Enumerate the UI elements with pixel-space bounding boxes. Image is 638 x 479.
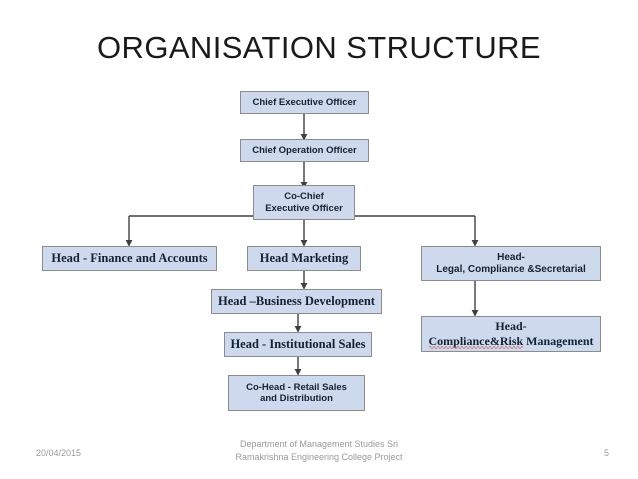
slide-footer: 20/04/2015 Department of Management Stud… bbox=[0, 437, 638, 479]
node-label-line2: Legal, Compliance &Secretarial bbox=[436, 263, 586, 275]
node-label-line1: Head- bbox=[495, 319, 527, 334]
node-head-legal-compliance-secretarial[interactable]: Head- Legal, Compliance &Secretarial bbox=[421, 246, 601, 281]
node-label-line2-tail: Management bbox=[523, 333, 594, 348]
node-head-institutional-sales[interactable]: Head - Institutional Sales bbox=[224, 332, 372, 357]
misspelled-text: Compliance&Risk bbox=[428, 333, 524, 348]
footer-attribution-line1: Department of Management Studies Sri bbox=[239, 439, 399, 449]
node-chief-operation-officer[interactable]: Chief Operation Officer bbox=[240, 139, 369, 162]
footer-page-number: 5 bbox=[603, 448, 609, 458]
node-label-line2: Executive Officer bbox=[265, 202, 343, 214]
node-label: Head - Institutional Sales bbox=[230, 337, 366, 352]
node-label: Head - Finance and Accounts bbox=[51, 251, 208, 266]
node-head-business-development[interactable]: Head –Business Development bbox=[211, 289, 382, 314]
node-label-line2: Compliance&Risk Management bbox=[428, 333, 594, 349]
node-label-line1: Co-Chief bbox=[284, 191, 324, 203]
node-label-line1: Head- bbox=[497, 251, 525, 263]
node-co-chief-executive-officer[interactable]: Co-Chief Executive Officer bbox=[253, 185, 355, 220]
node-chief-executive-officer[interactable]: Chief Executive Officer bbox=[240, 91, 369, 114]
page-title: ORGANISATION STRUCTURE bbox=[97, 30, 541, 65]
node-co-head-retail-sales-and-distribution[interactable]: Co-Head - Retail Sales and Distribution bbox=[228, 375, 365, 411]
node-label: Head –Business Development bbox=[218, 294, 375, 309]
node-label: Chief Executive Officer bbox=[252, 96, 357, 108]
node-head-finance-and-accounts[interactable]: Head - Finance and Accounts bbox=[42, 246, 217, 271]
node-head-compliance-risk-management[interactable]: Head- Compliance&Risk Management bbox=[421, 316, 601, 352]
node-head-marketing[interactable]: Head Marketing bbox=[247, 246, 361, 271]
footer-date: 20/04/2015 bbox=[36, 448, 82, 458]
node-label: Chief Operation Officer bbox=[252, 144, 357, 156]
node-label-line1: Co-Head - Retail Sales bbox=[246, 381, 347, 393]
node-label-line2: and Distribution bbox=[260, 393, 333, 404]
node-label: Head Marketing bbox=[259, 251, 349, 266]
footer-attribution: Department of Management Studies Sri Ram… bbox=[189, 438, 449, 464]
footer-attribution-line2: Ramakrishna Engineering College Project bbox=[235, 452, 403, 463]
org-chart: Chief Executive Officer Chief Operation … bbox=[0, 80, 638, 430]
